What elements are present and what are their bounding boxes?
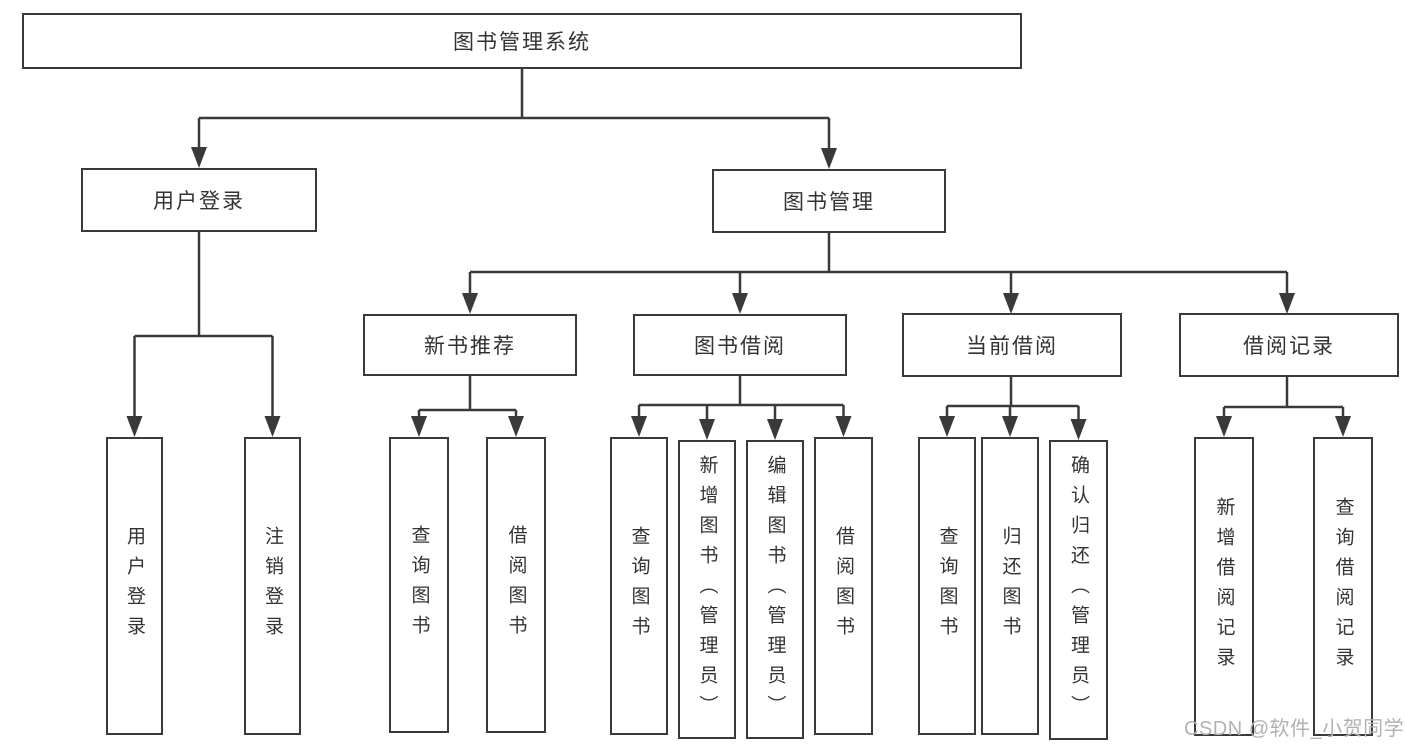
leaf-borrow-query-books: 查询图书 [610,437,668,735]
node-user-login-label: 用户登录 [153,190,245,213]
leaf-rec-query-books-label: 查询图书 [408,525,430,645]
node-current-borrowing-label: 当前借阅 [966,335,1058,358]
leaf-add-books-admin: 新增图书（管理员） [678,440,736,739]
leaf-add-books-admin-label: 新增图书（管理员） [696,454,718,725]
node-user-login: 用户登录 [81,168,317,232]
leaf-logout-label: 注销登录 [262,526,283,646]
leaf-rec-query-books: 查询图书 [389,437,449,733]
node-book-borrowing-label: 图书借阅 [694,335,786,358]
node-borrowing-records: 借阅记录 [1179,313,1399,377]
leaf-return-books-label: 归还图书 [999,526,1021,646]
node-root: 图书管理系统 [22,13,1022,69]
leaf-confirm-return-admin-label: 确认归还（管理员） [1068,455,1089,725]
leaf-borrow-borrow-books: 借阅图书 [814,437,873,735]
node-book-management: 图书管理 [712,169,946,233]
leaf-edit-books-admin: 编辑图书（管理员） [746,440,804,739]
node-borrowing-records-label: 借阅记录 [1243,335,1335,358]
node-book-management-label: 图书管理 [783,191,875,214]
leaf-borrow-query-books-label: 查询图书 [628,526,650,646]
node-book-borrowing: 图书借阅 [633,314,847,376]
leaf-return-books: 归还图书 [981,437,1039,735]
leaf-borrow-borrow-books-label: 借阅图书 [833,526,854,646]
leaf-user-login: 用户登录 [106,437,163,735]
leaf-logout: 注销登录 [244,437,301,735]
leaf-confirm-return-admin: 确认归还（管理员） [1049,440,1108,740]
node-current-borrowing: 当前借阅 [902,313,1122,377]
leaf-add-borrow-record-label: 新增借阅记录 [1213,496,1235,677]
leaf-add-borrow-record: 新增借阅记录 [1194,437,1254,736]
leaf-rec-borrow-books-label: 借阅图书 [505,525,527,645]
node-new-book-recommend-label: 新书推荐 [424,335,516,358]
node-new-book-recommend: 新书推荐 [363,314,577,376]
leaf-query-borrow-record-label: 查询借阅记录 [1332,496,1354,677]
node-root-label: 图书管理系统 [453,31,591,54]
leaf-edit-books-admin-label: 编辑图书（管理员） [764,454,786,725]
leaf-current-query-books-label: 查询图书 [936,526,958,646]
leaf-current-query-books: 查询图书 [918,437,976,735]
leaf-user-login-label: 用户登录 [124,526,145,646]
leaf-rec-borrow-books: 借阅图书 [486,437,546,733]
leaf-query-borrow-record: 查询借阅记录 [1313,437,1373,736]
csdn-watermark: CSDN @软件_小贺同学 [1184,718,1405,740]
